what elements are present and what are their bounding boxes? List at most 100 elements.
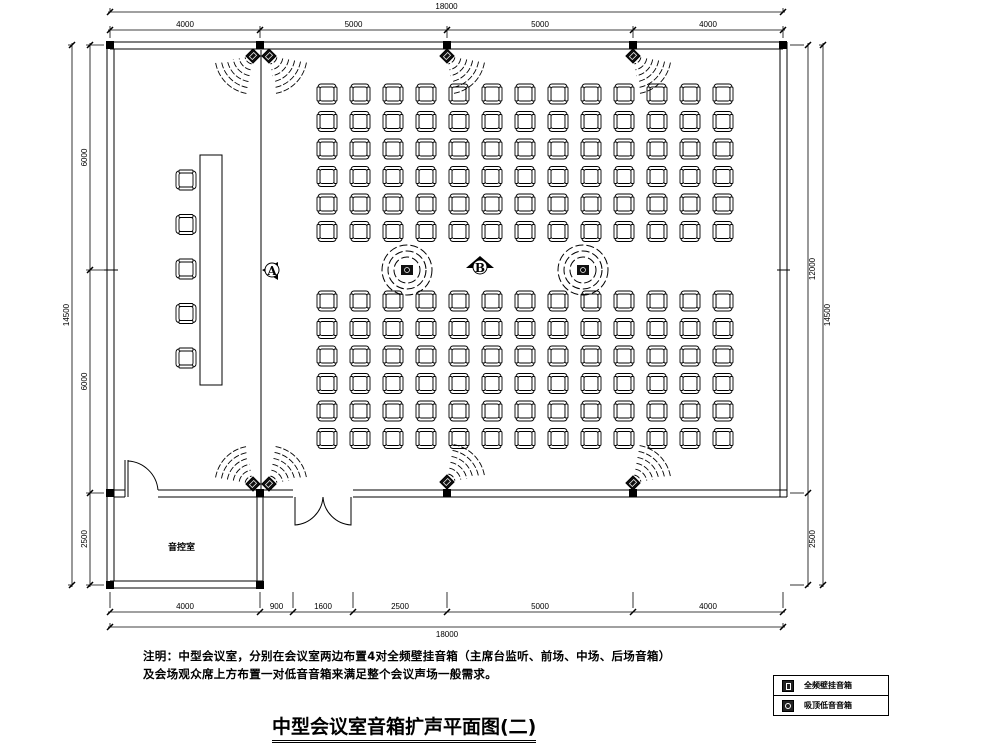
seat: [349, 166, 371, 187]
column: [629, 489, 637, 497]
sound-wave: [448, 57, 485, 94]
seat: [481, 400, 503, 422]
seat: [547, 83, 569, 105]
columns: [104, 41, 790, 589]
seat: [448, 345, 470, 367]
seat: [514, 166, 536, 187]
wall-speaker-icon: [439, 48, 485, 94]
sound-wave: [634, 57, 671, 94]
seat: [613, 345, 635, 367]
seat: [712, 111, 734, 132]
dimension-label: 4000: [699, 602, 717, 611]
seat: [580, 318, 602, 339]
seat: [448, 83, 470, 105]
seat: [316, 193, 338, 215]
seat: [514, 138, 536, 160]
seat: [448, 221, 470, 242]
seat: [175, 258, 197, 280]
seat: [382, 428, 404, 449]
seat: [613, 111, 635, 132]
note-line-2: 及会场观众席上方布置一对低音音箱来满足整个会议声场一般需求。: [143, 667, 497, 681]
seat: [514, 345, 536, 367]
seat: [481, 193, 503, 215]
seat: [382, 221, 404, 242]
seat: [448, 428, 470, 449]
seat: [349, 400, 371, 422]
seat: [316, 345, 338, 367]
seat: [316, 221, 338, 242]
seat: [547, 428, 569, 449]
seat: [646, 111, 668, 132]
seat: [712, 83, 734, 105]
seat: [481, 345, 503, 367]
wall-speaker-icon: [215, 48, 261, 94]
seat: [712, 221, 734, 242]
dimension-label: 12000: [808, 257, 817, 280]
seat: [646, 345, 668, 367]
seat: [580, 138, 602, 160]
seat: [382, 166, 404, 187]
wall-speaker-icon: [625, 48, 671, 94]
seat: [580, 193, 602, 215]
seat: [316, 138, 338, 160]
marker-b-label: B: [475, 261, 485, 275]
seat: [481, 83, 503, 105]
seat: [316, 290, 338, 312]
seat: [415, 138, 437, 160]
seat: [175, 169, 197, 191]
wall-speaker-icon: [215, 446, 261, 492]
dimension-label: 1600: [314, 602, 332, 611]
seat: [712, 166, 734, 187]
seat: [349, 318, 371, 339]
seat: [679, 318, 701, 339]
seat: [613, 318, 635, 339]
legend-label: 全频壁挂音箱: [804, 681, 852, 690]
seat: [481, 138, 503, 160]
legend: 全频壁挂音箱 吸顶低音音箱: [773, 675, 889, 716]
seat: [382, 83, 404, 105]
seat: [316, 166, 338, 187]
seat: [613, 428, 635, 449]
seat: [349, 83, 371, 105]
dimension-label: 14500: [823, 303, 832, 326]
seat: [580, 290, 602, 312]
seat: [349, 138, 371, 160]
seat: [481, 111, 503, 132]
seat: [514, 290, 536, 312]
seat: [712, 345, 734, 367]
seat: [175, 347, 197, 369]
seat: [448, 111, 470, 132]
seat: [679, 193, 701, 215]
seat: [646, 318, 668, 339]
column: [443, 489, 451, 497]
dimension-label: 4000: [176, 20, 194, 29]
seat: [547, 373, 569, 394]
dimension-label: 900: [270, 602, 284, 611]
seat: [415, 290, 437, 312]
seat: [580, 428, 602, 449]
speakers: [215, 48, 671, 492]
seat: [613, 373, 635, 394]
column: [256, 581, 264, 589]
legend-label: 吸顶低音音箱: [804, 701, 852, 710]
seat: [481, 428, 503, 449]
seat: [679, 111, 701, 132]
wall-speaker-icon: [782, 679, 794, 692]
seat: [679, 373, 701, 394]
seat: [547, 166, 569, 187]
seat: [679, 83, 701, 105]
seat: [514, 193, 536, 215]
column: [629, 41, 637, 49]
seat: [613, 290, 635, 312]
seat: [481, 290, 503, 312]
seat: [349, 290, 371, 312]
seat: [382, 111, 404, 132]
seat: [646, 428, 668, 449]
seat: [415, 166, 437, 187]
seat: [175, 214, 197, 235]
dimension-label: 18000: [436, 630, 459, 639]
seat: [646, 83, 668, 105]
marker-a-label: A: [266, 264, 277, 278]
seat: [679, 290, 701, 312]
